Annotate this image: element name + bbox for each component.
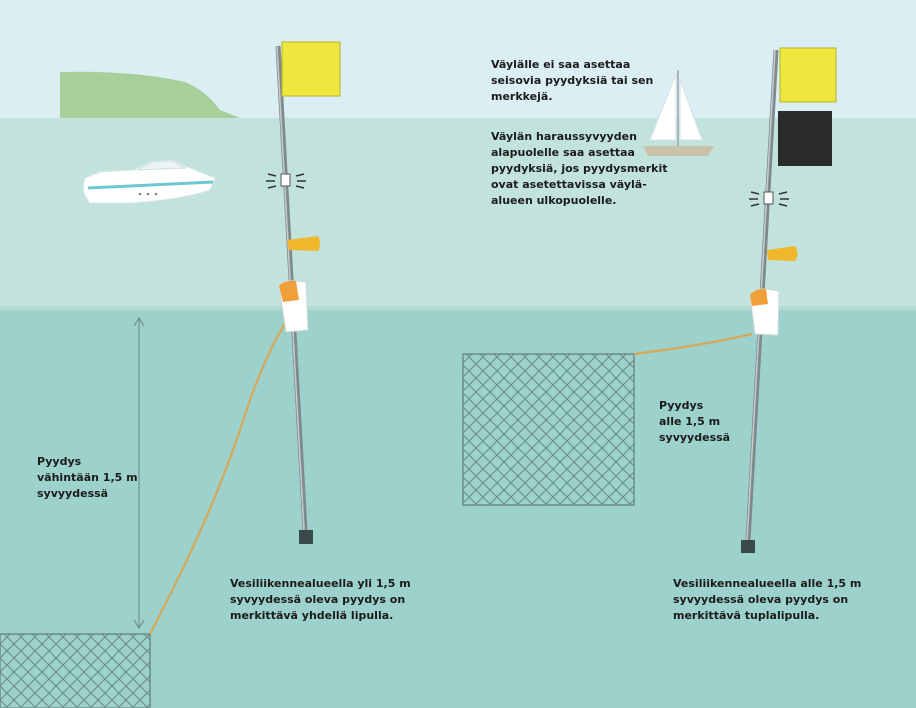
weight: [741, 540, 755, 553]
sailboat-icon: [643, 70, 714, 156]
marker-pole-double-flag: [741, 47, 837, 553]
fishing-net-left: [0, 633, 151, 708]
yellow-flag: [779, 47, 837, 103]
weight: [299, 530, 313, 544]
depth-arrow: [133, 317, 145, 629]
fishing-net-right: [462, 353, 635, 506]
caption-double-flag: Vesiliikennealueella alle 1,5 m syvyydes…: [673, 577, 862, 622]
no-gear-on-fairway-note: Väylälle ei saa asettaa seisovia pyydyks…: [491, 58, 654, 103]
underwater: [0, 308, 916, 708]
hill-icon: [60, 71, 240, 118]
depth-label-right: Pyydys alle 1,5 m syvyydessä: [659, 399, 731, 444]
depth-label-left: Pyydys vähintään 1,5 m syvyydessä: [37, 455, 138, 500]
reflector: [767, 246, 798, 261]
gear-below-sweep-depth-note: Väylän haraussyvyyden alapuolelle saa as…: [491, 130, 668, 207]
light-icon: [749, 191, 789, 207]
motorboat-icon: [82, 159, 216, 204]
light-icon: [266, 173, 306, 189]
reflector: [287, 236, 320, 251]
yellow-flag: [281, 41, 341, 97]
black-flag: [778, 111, 832, 166]
caption-single-flag: Vesiliikennealueella yli 1,5 m syvyydess…: [230, 577, 411, 622]
rope-left: [149, 321, 287, 635]
marker-pole-single-flag: [266, 41, 341, 544]
rope-right: [633, 332, 753, 356]
